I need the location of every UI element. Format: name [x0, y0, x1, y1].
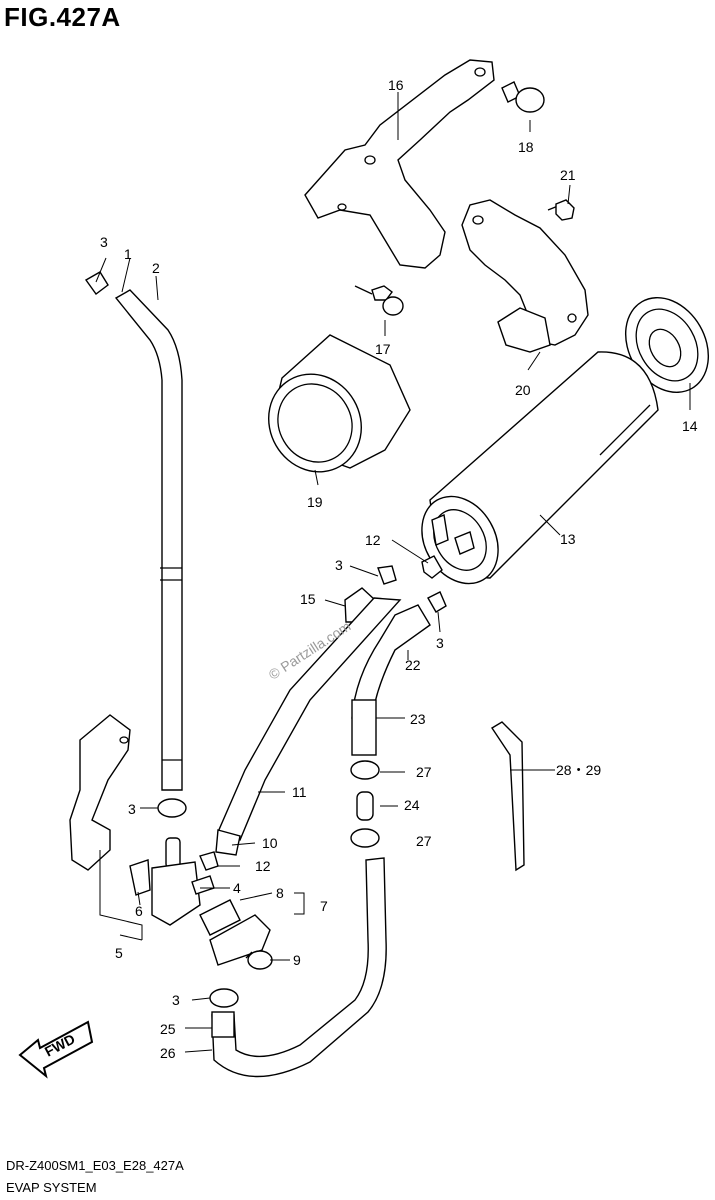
- joint-part-24: [356, 791, 374, 821]
- valve-part-4: [151, 837, 215, 926]
- bracket-part-5: [69, 714, 131, 871]
- bracket-part-20: [461, 199, 589, 353]
- bolt-part-18: [501, 81, 545, 113]
- callout-21: 21: [560, 167, 576, 183]
- drawing-code: DR-Z400SM1_E03_E28_427A: [6, 1158, 184, 1173]
- callout-28-29: 28・29: [556, 762, 601, 778]
- leader-lines: [95, 92, 691, 1053]
- callout-15: 15: [300, 591, 316, 607]
- clamp-part-27-lower: [350, 828, 380, 848]
- callout-16: 16: [388, 77, 404, 93]
- callout-12-upper: 12: [365, 532, 381, 548]
- hose-part-23: [351, 699, 377, 756]
- clamp-part-27-upper: [350, 760, 380, 780]
- callout-3-upper: 3: [335, 557, 343, 573]
- callout-labels: 3 1 2 16 18 21 17 20 14 19 13 12 3 15 3 …: [100, 77, 698, 1061]
- holder-part-6: [129, 859, 151, 896]
- callout-12-lower: 12: [255, 858, 271, 874]
- bracket-part-7: [209, 914, 271, 966]
- canister-part-13: [421, 351, 659, 585]
- clamp-part-3-middle: [157, 798, 187, 818]
- callout-5: 5: [115, 945, 123, 961]
- callout-14: 14: [682, 418, 698, 434]
- screw-part-9: [245, 950, 273, 970]
- callout-25: 25: [160, 1021, 176, 1037]
- bolt-part-17: [354, 285, 404, 316]
- callout-2: 2: [152, 260, 160, 276]
- figure-title: FIG.427A: [4, 2, 121, 32]
- callout-3-top: 3: [100, 234, 108, 250]
- hose-part-26: [211, 857, 387, 1078]
- clamp-part-12-upper: [421, 555, 443, 579]
- hose-part-11: [217, 597, 402, 841]
- clamp-part-3-bottom: [209, 988, 239, 1008]
- callout-6: 6: [135, 903, 143, 919]
- callout-19: 19: [307, 494, 323, 510]
- callout-3-middle: 3: [128, 801, 136, 817]
- fwd-arrow-icon: FWD: [18, 1020, 94, 1079]
- callout-1: 1: [124, 246, 132, 262]
- callout-27-lower: 27: [416, 833, 432, 849]
- callout-20: 20: [515, 382, 531, 398]
- cap-part-19: [267, 334, 411, 473]
- callout-24: 24: [404, 797, 420, 813]
- callout-3-bottom: 3: [172, 992, 180, 1008]
- clamp-part-3-top: [84, 271, 109, 295]
- callout-7: 7: [320, 898, 328, 914]
- callout-17: 17: [375, 341, 391, 357]
- callout-18: 18: [518, 139, 534, 155]
- callout-22: 22: [405, 657, 421, 673]
- system-name: EVAP SYSTEM: [6, 1180, 97, 1195]
- clamp-part-3-upper: [377, 565, 397, 585]
- callout-8: 8: [276, 885, 284, 901]
- callout-10: 10: [262, 835, 278, 851]
- cushion-part-8: [199, 899, 241, 936]
- bolt-part-21: [547, 199, 575, 221]
- hose-part-2: [114, 289, 183, 791]
- clamp-part-12-lower: [199, 851, 219, 871]
- clamp-part-3-right: [427, 591, 447, 613]
- callout-11: 11: [292, 784, 307, 800]
- callout-26: 26: [160, 1045, 176, 1061]
- callout-13: 13: [560, 531, 576, 547]
- sleeve-part-25: [211, 1011, 235, 1038]
- callout-3-right: 3: [436, 635, 444, 651]
- cable-tie-part-28-29: [491, 721, 525, 872]
- callout-27-upper: 27: [416, 764, 432, 780]
- bracket-part-16: [304, 59, 495, 269]
- callout-4: 4: [233, 880, 241, 896]
- callout-23: 23: [410, 711, 426, 727]
- callout-9: 9: [293, 952, 301, 968]
- sleeve-part-10: [215, 829, 241, 856]
